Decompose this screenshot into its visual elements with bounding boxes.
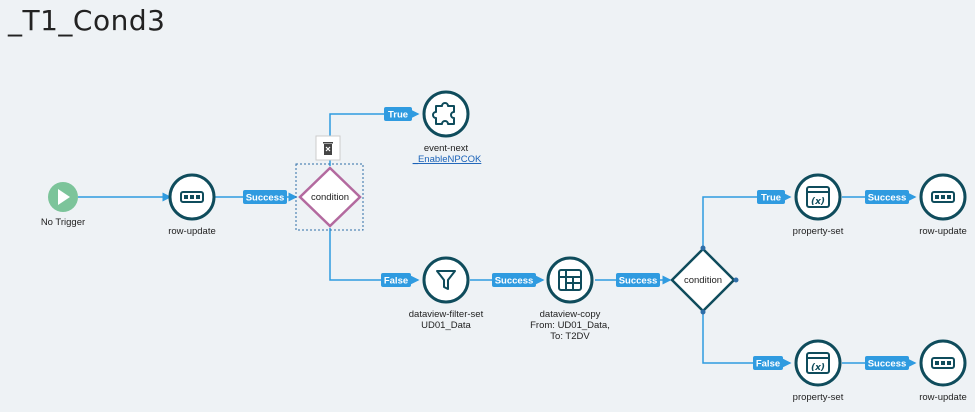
node-label: condition (311, 192, 349, 203)
edge-condition2-true (702, 192, 792, 246)
selection-box (295, 163, 364, 231)
node-dataview-copy[interactable]: dataview-copy From: UD01_Data, To: T2DV (530, 256, 610, 342)
node-property-set-2[interactable]: (x) property-set (793, 339, 844, 403)
svg-text:Success: Success (619, 276, 658, 287)
node-sublabel: To: T2DV (550, 331, 590, 342)
node-condition-1[interactable]: condition (295, 163, 364, 231)
node-label: row-update (168, 226, 216, 237)
edge-label-true-1: True (384, 107, 412, 121)
edge-labels: Success True False Success Success True … (243, 107, 909, 370)
node-label: row-update (919, 226, 967, 237)
trash-icon (323, 142, 333, 155)
row-update-icon (931, 191, 955, 203)
trigger-node[interactable]: No Trigger (41, 182, 85, 228)
edge-label-success-1: Success (243, 190, 287, 204)
edge-label-success-3: Success (616, 273, 660, 287)
node-label: property-set (793, 392, 844, 403)
svg-text:(x): (x) (811, 197, 825, 207)
variable-icon: (x) (806, 352, 830, 374)
edge-condition-false (329, 228, 420, 285)
svg-text:True: True (388, 110, 408, 121)
row-update-icon (931, 357, 955, 369)
node-label: event-next (424, 143, 469, 154)
node-event-next[interactable]: event-next _EnableNPCOK (412, 90, 482, 165)
page-title: _T1_Cond3 (8, 4, 166, 37)
node-dataview-filter-set[interactable]: dataview-filter-set UD01_Data (409, 256, 484, 331)
svg-text:True: True (761, 193, 781, 204)
node-sublabel: UD01_Data (421, 320, 471, 331)
edges (78, 109, 917, 368)
node-condition-2[interactable]: condition (670, 245, 739, 315)
edge-label-success-4: Success (865, 190, 909, 204)
node-sublabel: From: UD01_Data, (530, 320, 610, 331)
node-label: row-update (919, 392, 967, 403)
variable-icon: (x) (806, 186, 830, 208)
edge-label-true-2: True (757, 190, 785, 204)
node-label: dataview-copy (540, 309, 601, 320)
svg-text:(x): (x) (811, 363, 825, 373)
node-row-update-1[interactable]: row-update (168, 173, 216, 237)
trigger-label: No Trigger (41, 217, 85, 228)
node-property-set-1[interactable]: (x) property-set (793, 173, 844, 237)
node-row-update-2[interactable]: row-update (919, 173, 967, 237)
node-label: property-set (793, 226, 844, 237)
node-row-update-3[interactable]: row-update (919, 339, 967, 403)
edge-label-success-2: Success (492, 273, 536, 287)
node-label: condition (684, 275, 722, 286)
svg-text:False: False (384, 276, 408, 287)
edge-condition2-false (702, 313, 792, 368)
edge-label-false-1: False (381, 273, 411, 287)
svg-text:Success: Success (868, 193, 907, 204)
table-icon (558, 269, 582, 291)
row-update-icon (180, 191, 204, 203)
svg-text:Success: Success (495, 276, 534, 287)
puzzle-icon (432, 102, 455, 125)
event-next-link[interactable]: _EnableNPCOK (412, 154, 482, 165)
edge-condition-true (329, 109, 420, 166)
svg-text:False: False (756, 359, 780, 370)
delete-button[interactable] (315, 135, 341, 161)
edge-label-success-5: Success (865, 356, 909, 370)
node-label: dataview-filter-set (409, 309, 484, 320)
edge-label-false-2: False (753, 356, 783, 370)
svg-text:Success: Success (868, 359, 907, 370)
svg-text:Success: Success (246, 193, 285, 204)
filter-icon (436, 270, 456, 290)
